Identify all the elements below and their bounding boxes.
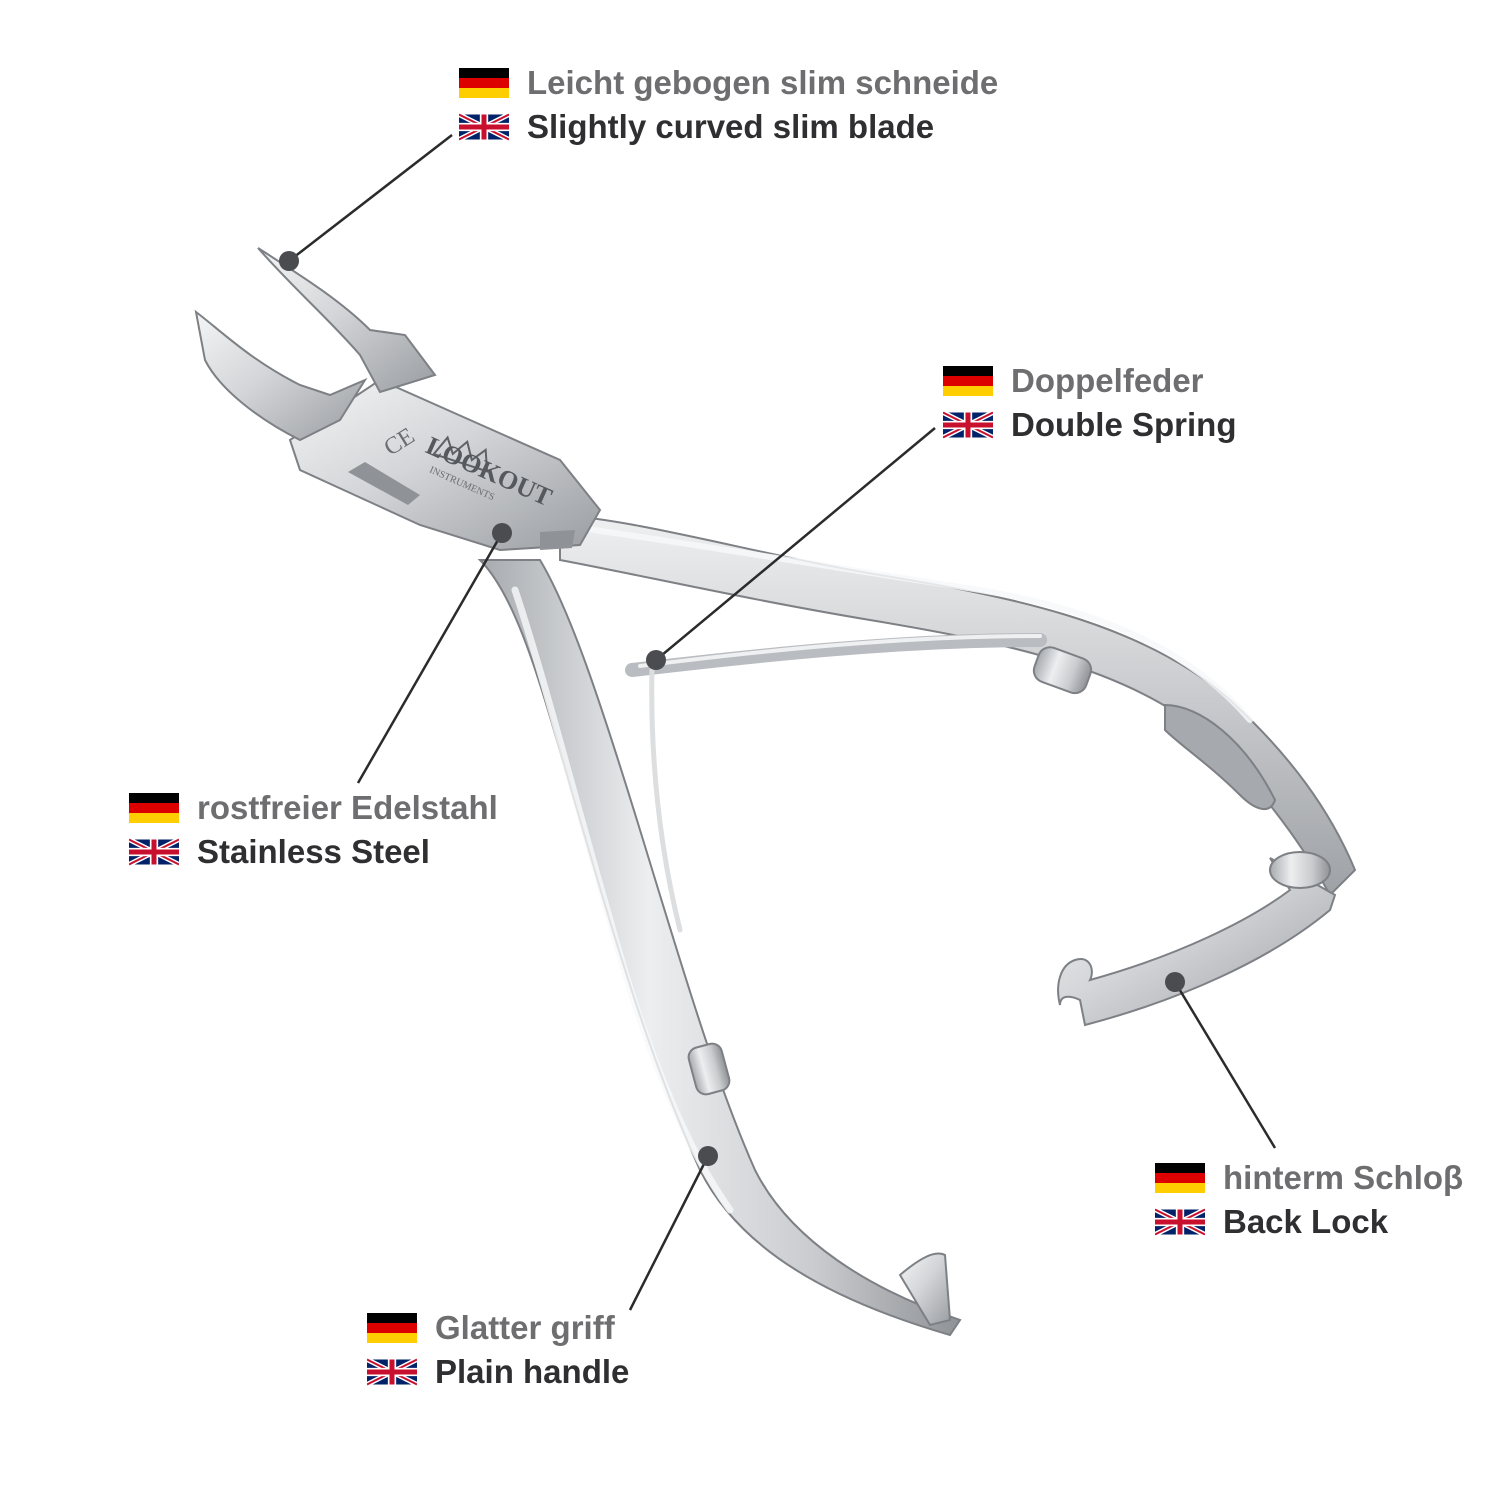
crown-icon: [432, 435, 489, 473]
callout-lock: hinterm Schloβ Back Lock: [1155, 1156, 1463, 1244]
double-spring-lower: [649, 665, 683, 933]
right-handle-highlight: [577, 525, 1253, 723]
marker-dot-lock: [1165, 972, 1185, 992]
spring-screw-top: [1032, 646, 1093, 695]
uk-flag-icon: [367, 1357, 417, 1387]
joint-slot: [348, 462, 420, 505]
leader-line-steel: [356, 532, 504, 784]
callout-handle-english-text: Plain handle: [435, 1353, 630, 1390]
callout-steel-german-row: rostfreier Edelstahl: [129, 786, 498, 830]
right-handle-window: [1164, 703, 1277, 810]
marker-dot-steel: [492, 523, 512, 543]
joint-box: [288, 378, 602, 552]
callout-spring-german-text: Doppelfeder: [1011, 362, 1204, 399]
spring-screw-bottom: [687, 1042, 731, 1096]
leader-line-spring: [655, 427, 936, 661]
callout-spring-english-text: Double Spring: [1011, 406, 1237, 443]
marker-dot-handle: [698, 1146, 718, 1166]
callout-lock-english-text: Back Lock: [1223, 1203, 1389, 1240]
germany-flag-icon: [459, 68, 509, 98]
callout-blade-german-row: Leicht gebogen slim schneide: [459, 61, 998, 105]
callout-handle-german-text: Glatter griff: [435, 1309, 615, 1346]
leader-line-blade: [288, 134, 453, 262]
leader-line-lock: [1173, 981, 1277, 1149]
callout-spring: Doppelfeder Double Spring: [943, 359, 1237, 447]
marker-dot-blade: [279, 251, 299, 271]
germany-flag-icon: [367, 1313, 417, 1343]
double-spring-upper-shine: [638, 634, 1042, 668]
callout-handle: Glatter griff Plain handle: [367, 1306, 629, 1394]
callout-spring-english-row: Double Spring: [943, 403, 1237, 447]
lower-jaw: [194, 309, 368, 442]
callout-blade-german-text: Leicht gebogen slim schneide: [527, 64, 999, 101]
callout-steel-english-text: Stainless Steel: [197, 833, 430, 870]
callout-handle-german-row: Glatter griff: [367, 1306, 629, 1350]
germany-flag-icon: [1155, 1163, 1205, 1193]
left-handle: [477, 559, 962, 1337]
callout-blade: Leicht gebogen slim schneide Slightly cu…: [459, 61, 998, 149]
upper-jaw: [257, 247, 437, 394]
callout-spring-german-row: Doppelfeder: [943, 359, 1237, 403]
uk-flag-icon: [943, 410, 993, 440]
back-lock-hinge: [1269, 851, 1331, 889]
callout-handle-english-row: Plain handle: [367, 1350, 629, 1394]
back-lock-plate: [1057, 857, 1337, 1027]
callout-lock-english-row: Back Lock: [1155, 1200, 1463, 1244]
uk-flag-icon: [1155, 1207, 1205, 1237]
callout-blade-english-row: Slightly curved slim blade: [459, 105, 998, 149]
callout-lock-german-row: hinterm Schloβ: [1155, 1156, 1463, 1200]
callout-steel: rostfreier Edelstahl Stainless Steel: [129, 786, 498, 874]
leader-line-handle: [628, 1155, 710, 1311]
callout-blade-english-text: Slightly curved slim blade: [527, 108, 935, 145]
joint-slot-right: [540, 530, 575, 550]
uk-flag-icon: [129, 837, 179, 867]
uk-flag-icon: [459, 112, 509, 142]
double-spring-upper: [625, 633, 1047, 677]
left-handle-highlight: [511, 586, 734, 1214]
callout-steel-english-row: Stainless Steel: [129, 830, 498, 874]
callout-lock-german-text: hinterm Schloβ: [1223, 1159, 1464, 1196]
callout-steel-german-text: rostfreier Edelstahl: [197, 789, 498, 826]
germany-flag-icon: [129, 793, 179, 823]
germany-flag-icon: [943, 366, 993, 396]
marker-dot-spring: [646, 650, 666, 670]
left-handle-end-lip: [898, 1252, 952, 1327]
